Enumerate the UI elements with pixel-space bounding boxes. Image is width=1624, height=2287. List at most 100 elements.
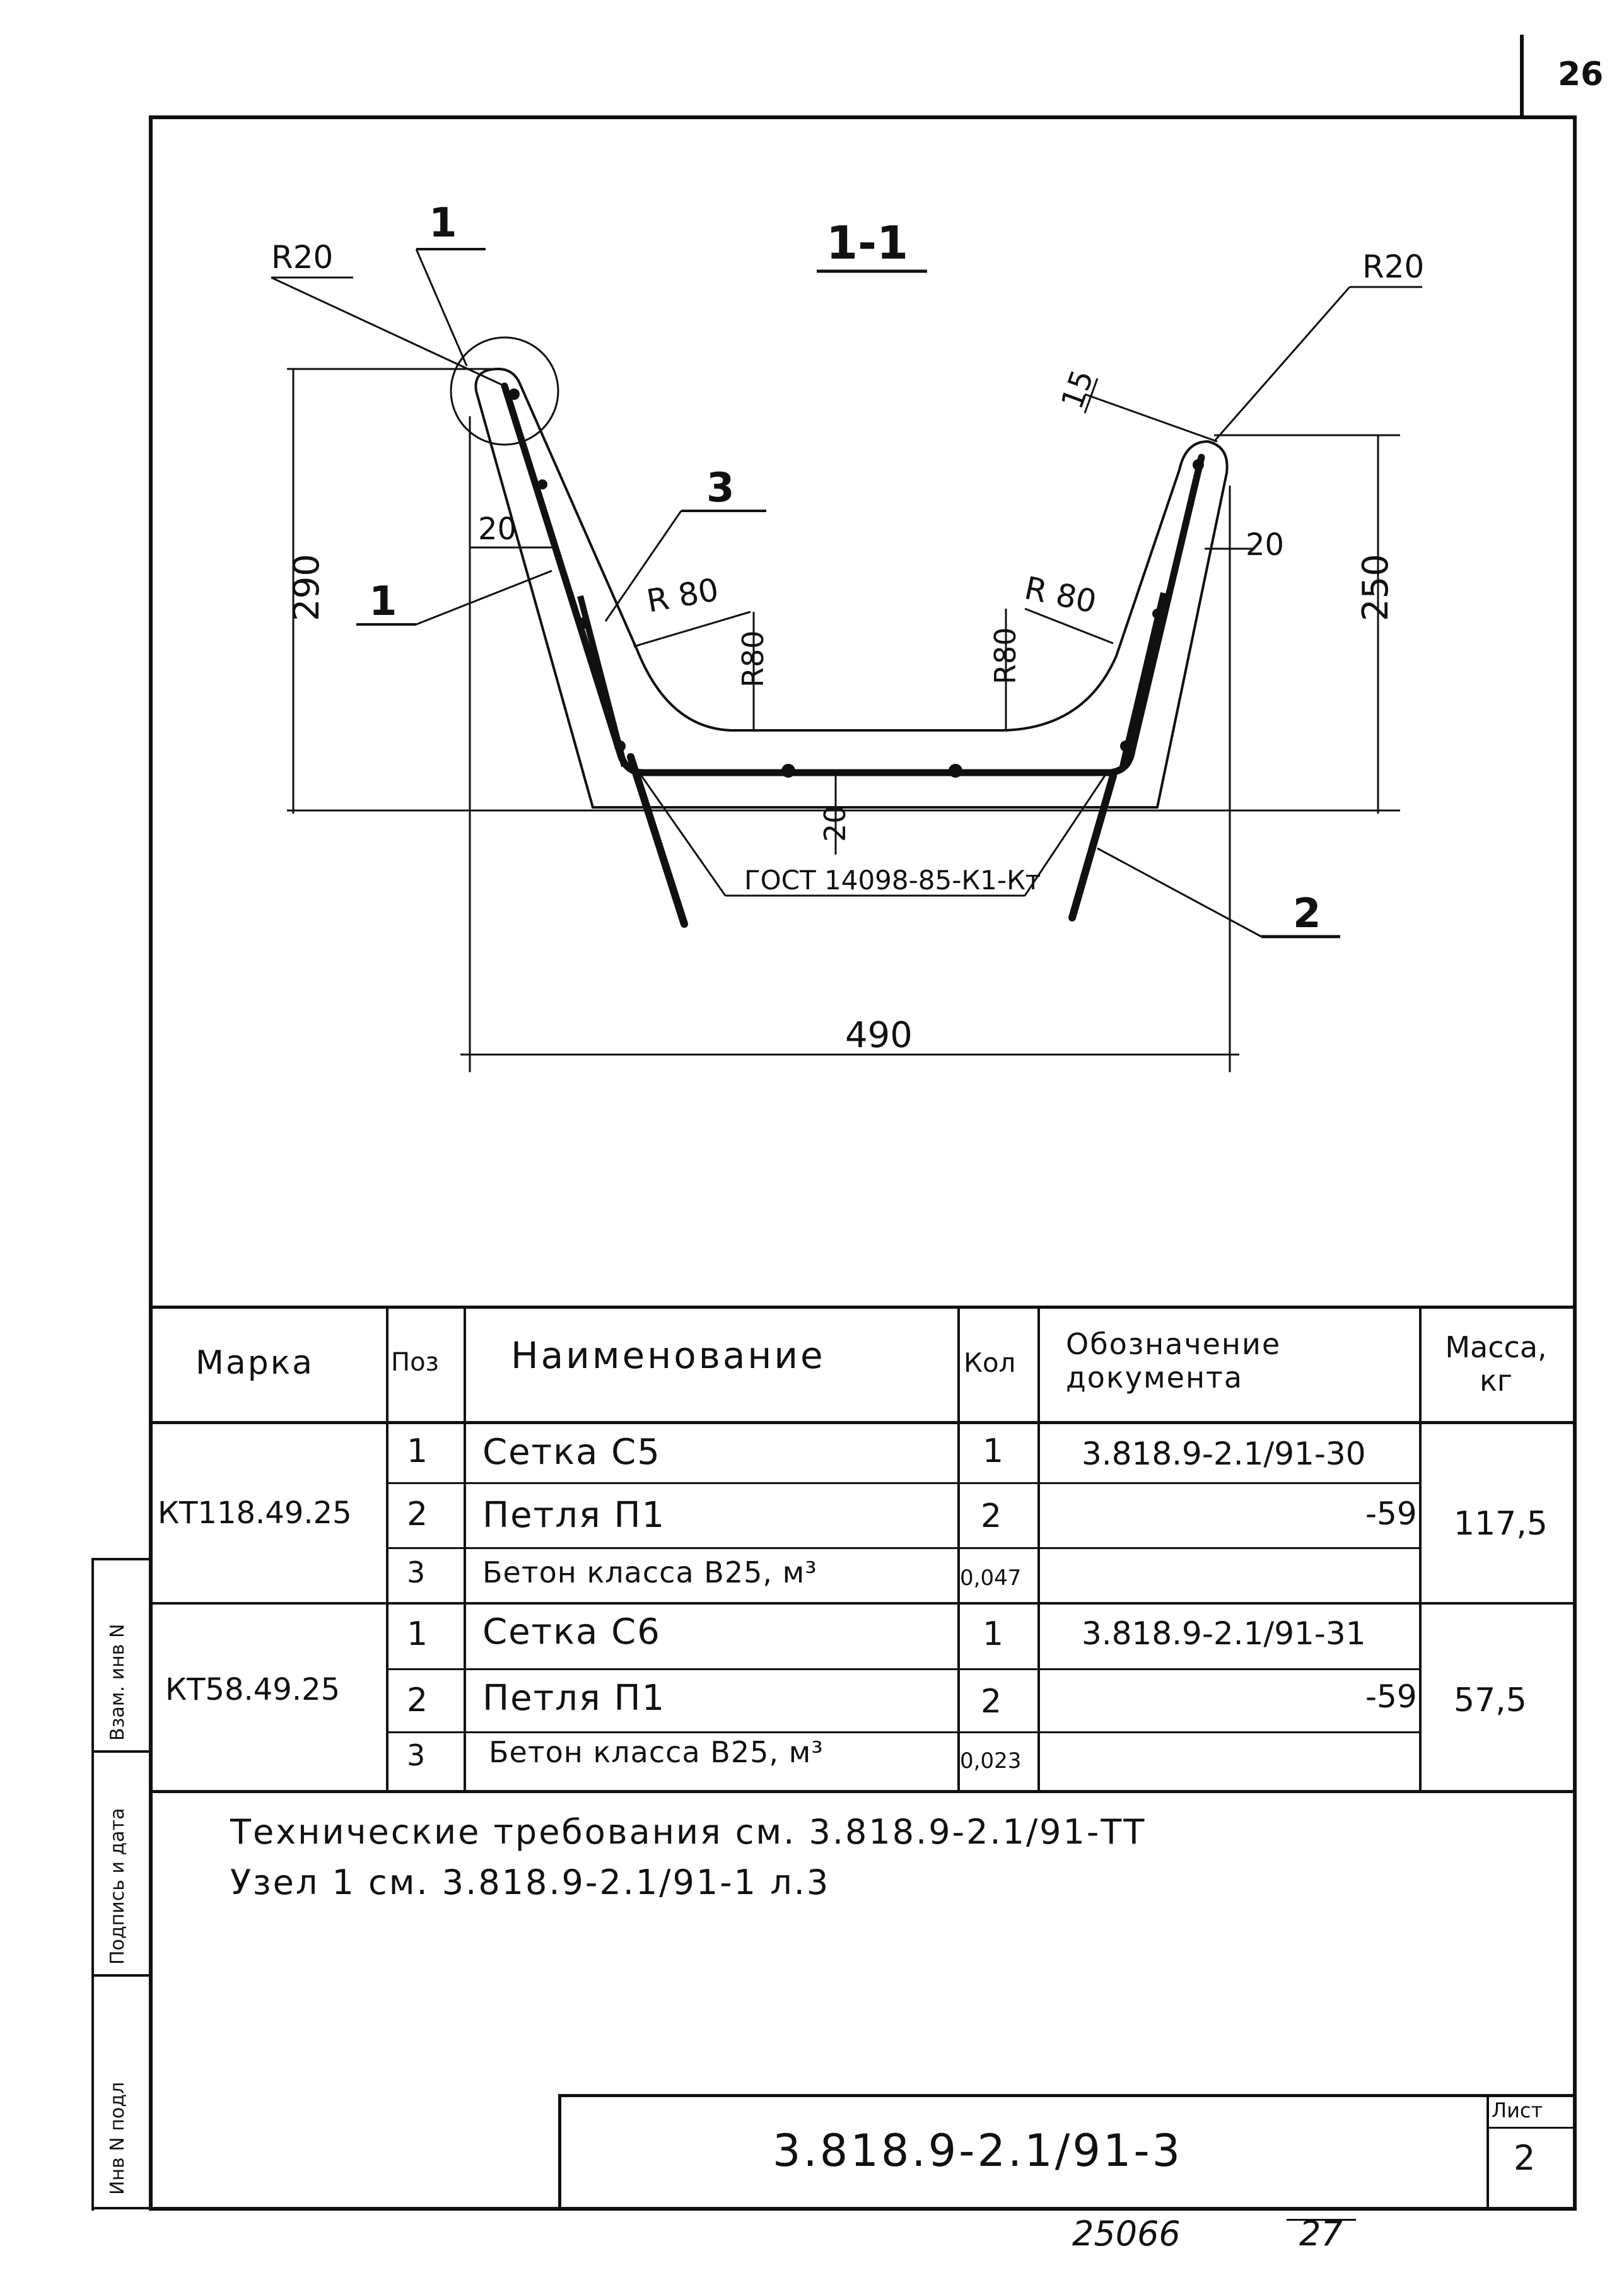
- bar-dot: [614, 740, 626, 752]
- g2-r1-pos: 1: [407, 1615, 428, 1653]
- g1-r1-pos: 1: [407, 1432, 428, 1470]
- table-row-4-bottom: [386, 1668, 1420, 1670]
- group-1-mass: 117,5: [1454, 1505, 1548, 1543]
- g2-r3-qty: 0,023: [960, 1748, 1022, 1774]
- dim-490: 490: [845, 1015, 913, 1056]
- group-1-mark: КТ118.49.25: [158, 1495, 352, 1531]
- title-block-sheet-sep: [1487, 2094, 1489, 2209]
- table-top: [149, 1306, 1577, 1309]
- header-qty: Кол: [964, 1347, 1016, 1378]
- table-row-5-bottom: [386, 1731, 1420, 1733]
- dim-20-bottom: 20: [818, 805, 852, 842]
- frame-top: [149, 115, 1577, 119]
- bar-dot: [1152, 609, 1162, 619]
- g1-r3-name: Бетон класса В25, м³: [482, 1555, 817, 1589]
- header-mass: Масса, кг: [1445, 1330, 1547, 1398]
- weld-note: ГОСТ 14098-85-К1-Кт: [744, 865, 1041, 896]
- table-row-1-bottom: [386, 1482, 1420, 1484]
- doc-code: 3.818.9-2.1/91-3: [773, 2125, 1183, 2177]
- note-tech-requirements: Технические требования см. 3.818.9-2.1/9…: [230, 1812, 1147, 1852]
- table-col-1: [386, 1306, 388, 1791]
- archive-number: 25066: [1072, 2214, 1181, 2254]
- g1-r2-pos: 2: [407, 1495, 428, 1533]
- g1-r2-doc: -59: [1365, 1495, 1417, 1532]
- note-node-1: Узел 1 см. 3.818.9-2.1/91-1 л.3: [230, 1863, 831, 1902]
- node-1-circle: [450, 336, 559, 446]
- r80-c: R80: [736, 631, 770, 688]
- stamp-replace-inv: Взам. инв N: [107, 1623, 129, 1741]
- bar-dot: [508, 389, 520, 400]
- g1-r1-qty: 1: [983, 1432, 1004, 1470]
- frame-left: [149, 115, 153, 2211]
- top-sheet-number: 26: [1558, 56, 1604, 93]
- title-block-left: [558, 2094, 561, 2209]
- header-doc: Обозначение документа: [1066, 1327, 1282, 1395]
- bar-dot: [578, 617, 589, 629]
- stamp-div-2: [91, 1974, 151, 1977]
- table-group-1-bottom: [149, 1602, 1577, 1605]
- g2-r3-name: Бетон класса В25, м³: [489, 1735, 824, 1769]
- bar-dot: [537, 479, 547, 489]
- top-tick: [1520, 35, 1524, 117]
- mesh-inner-right: [1119, 592, 1167, 768]
- dim-20-left: 20: [478, 512, 517, 547]
- g1-r2-name: Петля П1: [482, 1495, 666, 1536]
- callout-3: 3: [706, 465, 735, 512]
- stamp-bottom: [91, 2207, 151, 2209]
- bar-dot: [949, 764, 962, 778]
- stamp-top: [91, 1558, 151, 1560]
- bar-dot: [781, 764, 795, 778]
- g2-r2-qty: 2: [981, 1683, 1002, 1721]
- stamp-inv-original: Инв N подл: [107, 2081, 129, 2195]
- dim-15: 15: [1054, 365, 1101, 414]
- r20-right: R20: [1362, 249, 1424, 285]
- page-number-underline: [1287, 2219, 1356, 2221]
- section-drawing: 1-1 290 250 490 15 20 20 20 R20 R2: [271, 200, 1424, 1072]
- stamp-outer-left: [91, 1558, 94, 2211]
- r80-a: R 80: [644, 571, 721, 620]
- g1-r3-pos: 3: [407, 1555, 426, 1589]
- bar-dot: [1120, 740, 1131, 752]
- table-col-3: [957, 1306, 960, 1791]
- stamp-div-1: [91, 1750, 151, 1753]
- loop-right: [1068, 772, 1117, 921]
- group-2-mass: 57,5: [1454, 1682, 1527, 1719]
- title-block-sheet-mid: [1487, 2127, 1575, 2129]
- sheet-value: 2: [1514, 2138, 1536, 2178]
- section-title: 1-1: [826, 216, 908, 269]
- frame-right: [1573, 115, 1577, 2211]
- table-col-5: [1419, 1306, 1422, 1791]
- title-block-top: [558, 2094, 1575, 2097]
- table-row-2-bottom: [386, 1547, 1420, 1549]
- g2-r2-pos: 2: [407, 1682, 428, 1719]
- loop-left: [627, 753, 688, 928]
- page-number: 27: [1299, 2214, 1343, 2254]
- stamp-signature-date: Подпись и дата: [107, 1808, 129, 1965]
- g1-r2-qty: 2: [981, 1497, 1002, 1535]
- sheet-label: Лист: [1492, 2098, 1543, 2122]
- dim-250: 250: [1355, 554, 1396, 621]
- g2-r3-pos: 3: [407, 1738, 426, 1772]
- table-header-bottom: [149, 1421, 1577, 1424]
- g1-r3-qty: 0,047: [960, 1565, 1022, 1591]
- table-bottom: [149, 1790, 1577, 1793]
- callout-2: 2: [1293, 891, 1321, 937]
- frame-bottom: [149, 2207, 1577, 2211]
- r80-d: R80: [988, 628, 1022, 685]
- g2-r2-name: Петля П1: [482, 1678, 666, 1719]
- g2-r1-name: Сетка С6: [482, 1611, 661, 1652]
- table-col-2: [464, 1306, 466, 1791]
- g2-r1-qty: 1: [983, 1615, 1004, 1653]
- header-name: Наименование: [511, 1334, 826, 1377]
- g2-r1-doc: 3.818.9-2.1/91-31: [1082, 1615, 1366, 1652]
- g1-r1-name: Сетка С5: [482, 1432, 661, 1473]
- group-2-mark: КТ58.49.25: [165, 1672, 341, 1707]
- header-pos: Поз: [391, 1348, 439, 1377]
- callout-1-left: 1: [369, 578, 397, 625]
- bar-dot: [1193, 459, 1204, 471]
- dim-290: 290: [286, 554, 327, 621]
- callout-1-top: 1: [429, 200, 457, 247]
- tray-outline: [474, 367, 1229, 809]
- header-mark: Марка: [196, 1344, 315, 1382]
- table-col-4: [1037, 1306, 1040, 1791]
